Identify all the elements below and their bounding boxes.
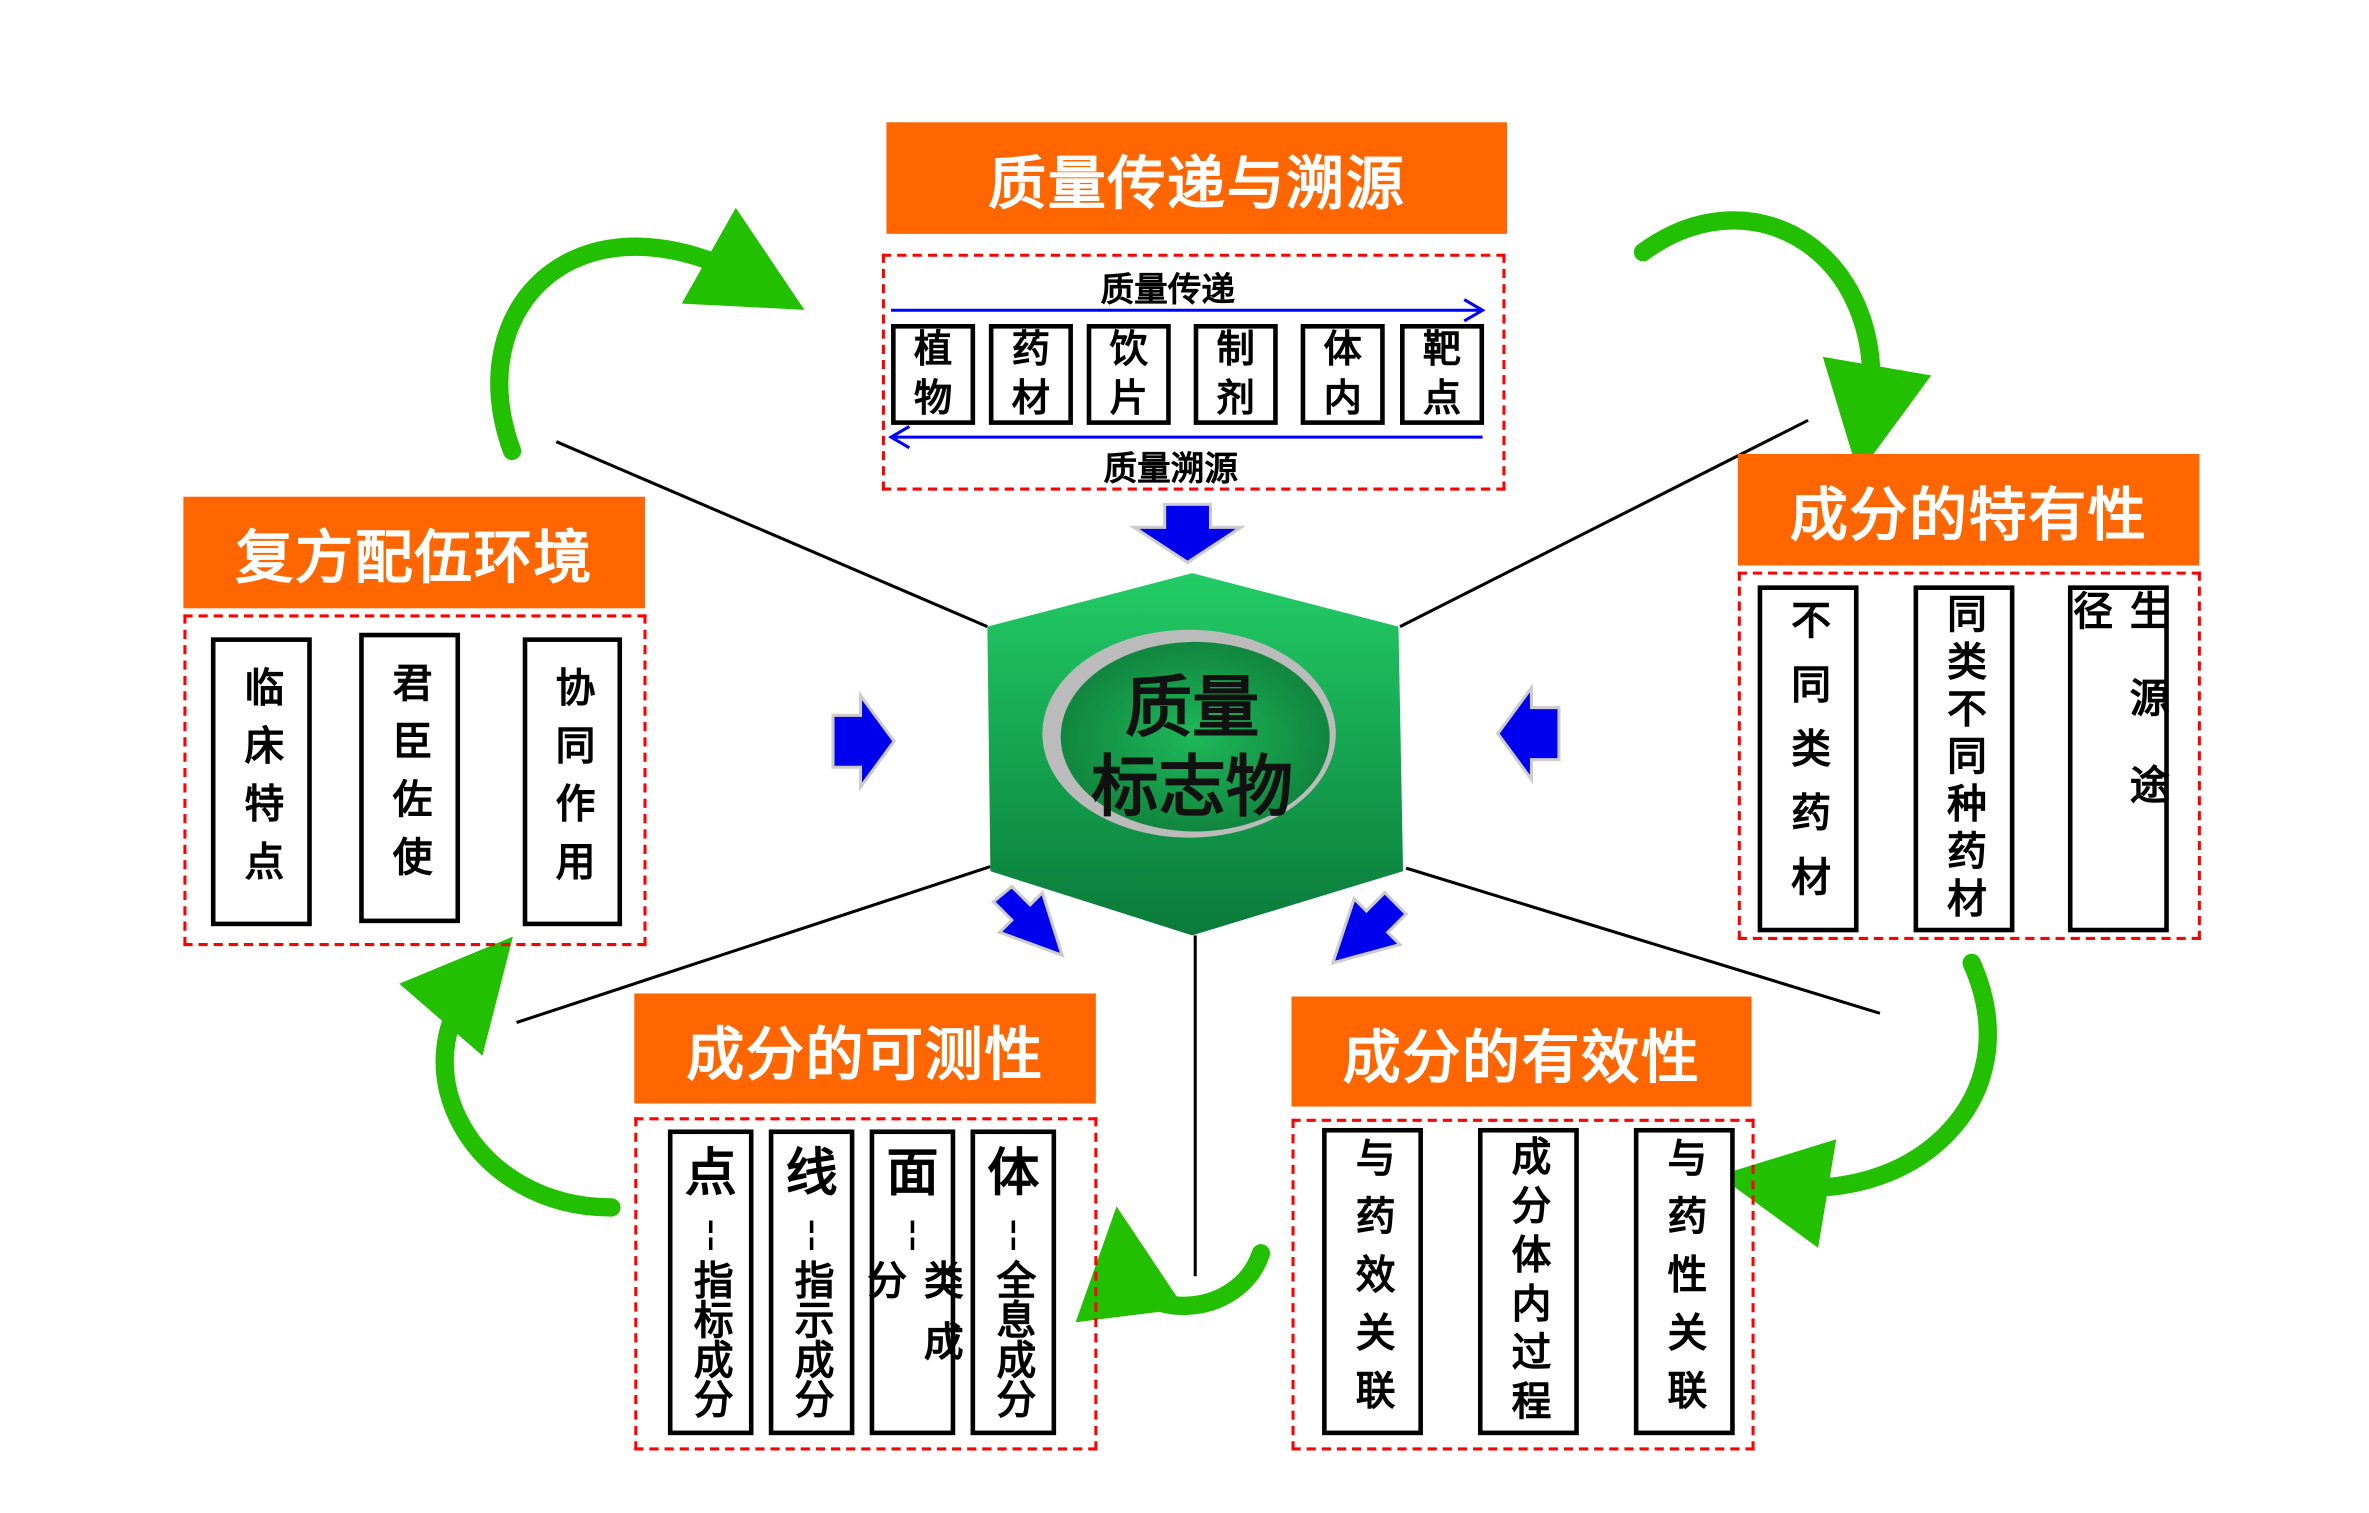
- green-arrow-icon: [399, 936, 621, 1217]
- blue-arrows: [831, 502, 1561, 966]
- bottom-right-section-panel: [1291, 1118, 1755, 1451]
- right-section-title: 成分的特有性: [1737, 453, 2200, 566]
- green-arrow-icon: [1075, 1206, 1271, 1323]
- top-section-title: 质量传递与溯源: [886, 122, 1508, 234]
- bottom-left-section-title: 成分的可测性: [634, 993, 1096, 1104]
- arrow-left-icon: [1495, 683, 1561, 785]
- quality-traceability-label: 质量溯源: [1103, 449, 1239, 490]
- right-item: 不同类药材: [1757, 585, 1859, 933]
- measurability-item: 体¦全息成分: [970, 1129, 1057, 1436]
- connector-line-bottom-right: [1405, 866, 1881, 1015]
- measurability-item: 线¦指示成分: [768, 1129, 855, 1436]
- measurability-item: 面¦类成分: [860, 1129, 963, 1436]
- left-section-panel: [183, 614, 647, 947]
- connector-line-bottom-left: [516, 865, 991, 1024]
- effectiveness-item: 成分体内过程: [1477, 1127, 1579, 1436]
- left-item: 临床特点: [210, 637, 312, 927]
- stage-in-vivo: 体内: [1300, 324, 1385, 425]
- measurability-item: 点¦指标成分: [667, 1129, 754, 1436]
- center-title-line2: 标志物: [1091, 747, 1293, 826]
- left-item: 协同作用: [522, 637, 623, 927]
- right-item: 同类不同种药材: [1913, 585, 2015, 933]
- green-arrow-icon: [1718, 953, 1997, 1248]
- stage-herb: 药材: [988, 324, 1073, 425]
- bottom-left-section-panel: [634, 1117, 1098, 1451]
- effectiveness-item: 与药效关联: [1322, 1127, 1423, 1436]
- right-item: 生源途径: [2066, 585, 2169, 933]
- green-cycle-arrows: [399, 207, 1997, 1323]
- top-section-panel: [881, 253, 1506, 491]
- stage-target: 靶点: [1400, 324, 1485, 425]
- arrow-down-icon: [1128, 502, 1247, 565]
- bottom-right-section-title: 成分的有效性: [1291, 996, 1752, 1107]
- left-section-title: 复方配伍环境: [183, 496, 645, 609]
- center-title-line1: 质量: [1125, 668, 1259, 747]
- arrow-right-icon: [831, 690, 897, 792]
- quality-transfer-label: 质量传递: [1100, 270, 1235, 311]
- stage-plant: 植物: [891, 324, 976, 425]
- connector-line-left: [555, 440, 988, 629]
- arrow-up-right-icon: [991, 884, 1065, 958]
- green-arrow-icon: [490, 207, 805, 461]
- connector-lines: [516, 418, 1881, 1277]
- stage-preparation: 制剂: [1193, 324, 1278, 425]
- stage-decoction-piece: 饮片: [1086, 324, 1171, 425]
- transfer-arrows: [888, 298, 1486, 450]
- center-hexagon: 质量 标志物: [987, 573, 1404, 936]
- effectiveness-item: 与药性关联: [1633, 1127, 1735, 1436]
- green-arrow-icon: [1633, 211, 1932, 475]
- right-section-panel: [1737, 571, 2201, 940]
- arrow-up-left-icon: [1330, 890, 1409, 966]
- left-item: 君臣佐使: [359, 632, 461, 924]
